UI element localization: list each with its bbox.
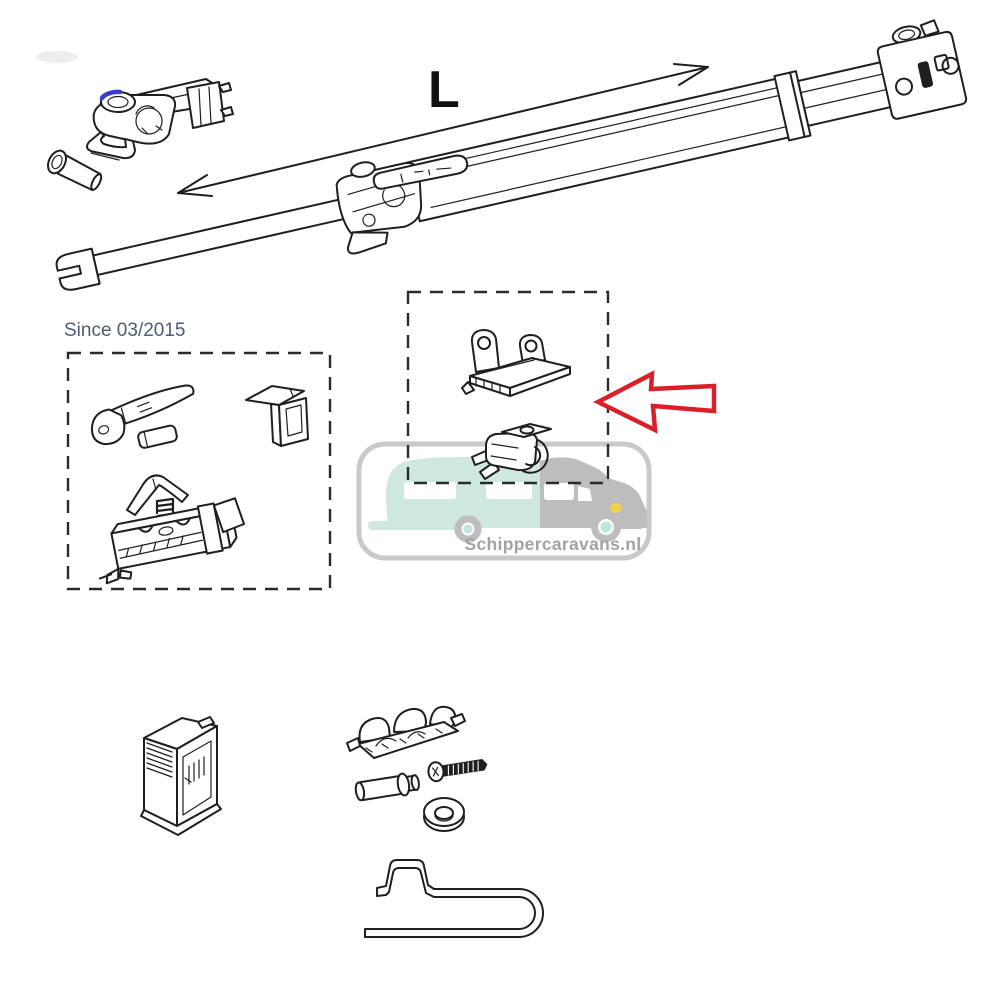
- roll-pin: [137, 424, 178, 449]
- since-parts-box: [66, 351, 332, 591]
- middle-parts-box: [406, 290, 610, 485]
- scan-smudge: [36, 51, 78, 63]
- slider-housing: [98, 497, 246, 585]
- caravan-wheel-hub: [463, 524, 473, 534]
- length-label: L: [428, 61, 461, 119]
- arm-fork-end: [55, 247, 101, 291]
- since-label: Since 03/2015: [64, 320, 186, 341]
- leaf-spring: [126, 474, 189, 516]
- saddle-bracket: [346, 705, 466, 759]
- shoulder-joint-assembly: [86, 78, 234, 161]
- red-pointer-arrow-icon: [593, 370, 717, 434]
- van-windshield: [578, 486, 592, 501]
- watermark: [356, 441, 652, 561]
- lever-handle: [90, 384, 195, 446]
- hinge-hole: [524, 339, 538, 353]
- clamp-knuckle: [471, 423, 552, 480]
- watermark-caravan: [385, 457, 540, 528]
- tension-clip: [364, 859, 544, 938]
- caravan-window: [404, 482, 456, 499]
- retainer-bracket: [245, 385, 309, 447]
- bracket-hole: [941, 56, 960, 75]
- mounting-screw: [427, 759, 488, 783]
- van-headlight: [610, 503, 622, 513]
- joint-fork: [86, 131, 136, 160]
- telescopic-arm-drawing: [55, 19, 968, 291]
- rivet-pin: [354, 772, 420, 802]
- bracket-hole: [895, 77, 914, 96]
- hinge-bracket: [461, 329, 571, 397]
- van-window: [544, 483, 574, 500]
- bracket-slot: [917, 61, 934, 88]
- blue-highlight-mark: [99, 89, 123, 101]
- length-dimension-arrow: [177, 63, 709, 197]
- washer: [423, 797, 465, 832]
- van-wheel-hub: [600, 521, 612, 533]
- clevis-pin: [47, 149, 103, 191]
- arm-slot-latch: [372, 154, 469, 190]
- end-cap-housing: [140, 716, 222, 836]
- caravan-window: [486, 482, 532, 499]
- hinge-hole: [477, 336, 491, 350]
- watermark-text: Schippercaravans.nl: [464, 534, 642, 554]
